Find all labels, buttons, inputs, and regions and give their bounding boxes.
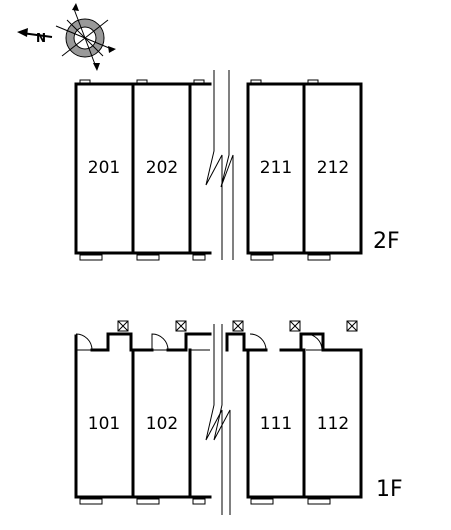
compass-north-arrow (17, 28, 53, 38)
compass-rose-icon: N (17, 3, 116, 71)
room-label-201: 201 (88, 158, 120, 178)
floor-label-1f: 1F (376, 477, 403, 502)
door-swings-1f (75, 333, 323, 351)
room-label-211: 211 (260, 158, 292, 178)
room-label-101: 101 (88, 414, 120, 434)
balcony-marks-1f (79, 498, 331, 505)
break-line-1f (205, 324, 231, 515)
room-label-212: 212 (317, 158, 349, 178)
room-label-112: 112 (317, 414, 349, 434)
floor-1f: 101 102 111 112 1F (74, 320, 403, 515)
compass-north-letter: N (36, 31, 46, 45)
room-label-111: 111 (260, 414, 292, 434)
entrance-marks-1f (117, 320, 358, 332)
floor-label-2f: 2F (373, 229, 400, 254)
floor-2f: 201 202 211 212 2F (74, 70, 400, 261)
break-line-2f (205, 70, 234, 260)
room-label-102: 102 (146, 414, 178, 434)
balcony-marks-2f (79, 79, 331, 261)
room-label-202: 202 (146, 158, 178, 178)
